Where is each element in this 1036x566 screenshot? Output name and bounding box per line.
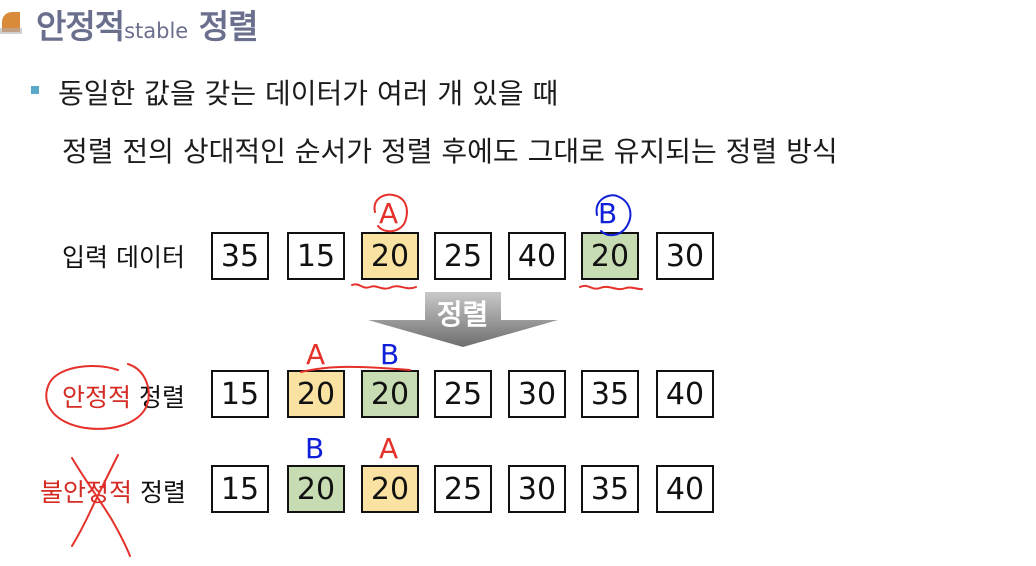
title-decoration-icon bbox=[0, 12, 22, 34]
stable-annotation-a: A bbox=[306, 338, 326, 371]
stable-cell-2: 20 bbox=[287, 370, 345, 418]
unstable-label-red: 불안정적 bbox=[40, 478, 133, 507]
title-main: 안정적 bbox=[36, 7, 125, 46]
stable-cell-5: 30 bbox=[508, 370, 566, 418]
underline-a-stroke bbox=[351, 283, 417, 290]
bullet-line-1: 동일한 값을 갖는 데이터가 여러 개 있을 때 bbox=[58, 77, 559, 110]
input-cell-4: 25 bbox=[434, 232, 492, 280]
unstable-cell-2: 20 bbox=[287, 465, 345, 513]
stable-cell-4: 25 bbox=[434, 370, 492, 418]
unstable-cell-4: 25 bbox=[434, 465, 492, 513]
unstable-annotation-b: B bbox=[305, 432, 325, 465]
input-cell-6: 20 bbox=[581, 232, 639, 280]
input-cell-2: 15 bbox=[287, 232, 345, 280]
bullet-marker bbox=[31, 86, 39, 94]
unstable-cell-6: 35 bbox=[581, 465, 639, 513]
unstable-cell-7: 40 bbox=[656, 465, 714, 513]
input-row-label: 입력 데이터 bbox=[62, 243, 185, 272]
unstable-cell-5: 30 bbox=[508, 465, 566, 513]
unstable-label-black: 정렬 bbox=[132, 478, 186, 507]
stable-cell-3: 20 bbox=[361, 370, 419, 418]
page-title: 안정적stable 정렬 bbox=[36, 0, 259, 48]
stable-label-black: 정렬 bbox=[131, 383, 185, 412]
input-cell-7: 30 bbox=[656, 232, 714, 280]
title-sub: stable bbox=[124, 19, 189, 43]
unstable-cell-3: 20 bbox=[361, 465, 419, 513]
input-cell-5: 40 bbox=[508, 232, 566, 280]
unstable-cell-1: 15 bbox=[211, 465, 269, 513]
stable-cell-7: 40 bbox=[656, 370, 714, 418]
sort-arrow-icon bbox=[368, 292, 558, 347]
stable-cell-6: 35 bbox=[581, 370, 639, 418]
underline-b-stroke bbox=[579, 284, 643, 291]
stable-annotation-b: B bbox=[380, 338, 400, 371]
input-cell-1: 35 bbox=[211, 232, 269, 280]
stable-row-label: 안정적 정렬 bbox=[62, 378, 185, 414]
input-annotation-a: A bbox=[379, 197, 399, 230]
input-cell-3: 20 bbox=[361, 232, 419, 280]
stable-cell-1: 15 bbox=[211, 370, 269, 418]
sort-arrow-label: 정렬 bbox=[436, 298, 489, 331]
input-annotation-b: B bbox=[598, 197, 618, 230]
bullet-line-2: 정렬 전의 상대적인 순서가 정렬 후에도 그대로 유지되는 정렬 방식 bbox=[62, 135, 838, 168]
unstable-row-label: 불안정적 정렬 bbox=[40, 473, 186, 509]
title-tail: 정렬 bbox=[188, 7, 259, 46]
stable-label-red: 안정적 bbox=[62, 383, 132, 412]
unstable-annotation-a: A bbox=[379, 432, 399, 465]
